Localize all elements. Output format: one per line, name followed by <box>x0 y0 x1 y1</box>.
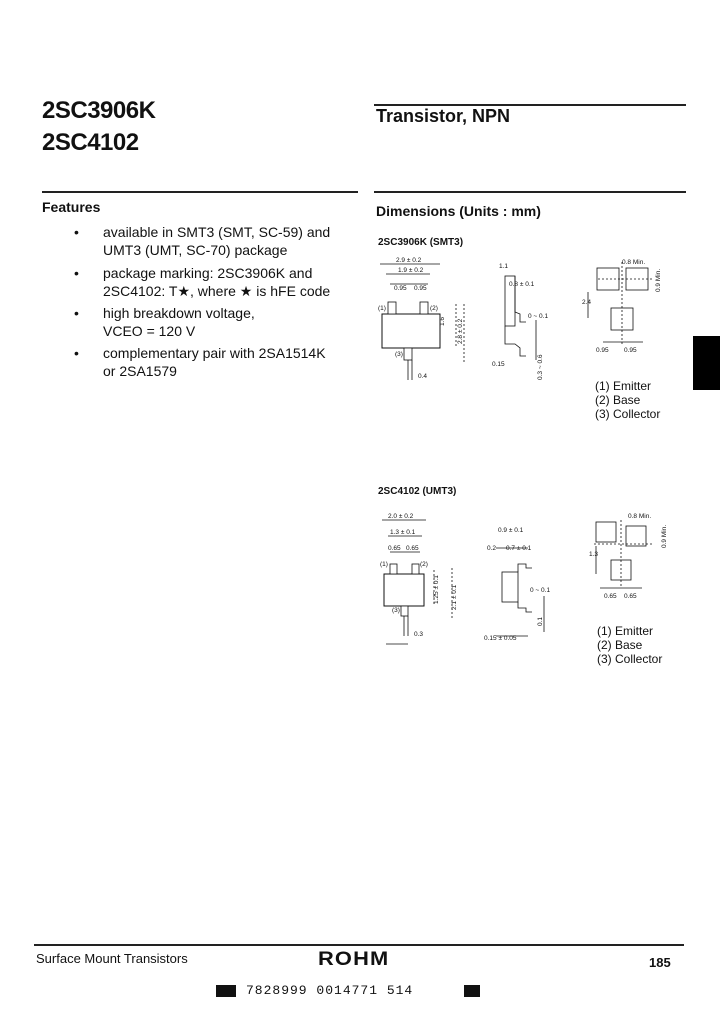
features-heading: Features <box>42 199 101 215</box>
feature-line: complementary pair with 2SA1514K <box>103 345 326 361</box>
smt3-footprint-h: 0.9 Min. <box>655 269 662 292</box>
umt3-footprint-h: 0.9 Min. <box>661 525 668 548</box>
legend-item: (2) Base <box>597 638 643 652</box>
barcode-mark-right <box>464 985 480 997</box>
umt3-legend: (1) Emitter (2) Base (3) Collector <box>597 624 662 666</box>
smt3-dim-lead-top: 0.8 ± 0.1 <box>509 281 535 288</box>
feature-line: high breakdown voltage, <box>103 305 255 321</box>
smt3-footprint-spacing-2: 0.95 <box>624 347 637 354</box>
smt3-pin-2: (2) <box>430 305 438 312</box>
umt3-dim-lead-width: 0.3 <box>414 631 423 638</box>
feature-line: available in SMT3 (SMT, SC-59) and <box>103 224 331 240</box>
header-rule <box>374 104 686 106</box>
barcode-text: 7828999 0014771 514 <box>246 983 414 998</box>
feature-line: 2SC4102: T★, where ★ is hFE code <box>103 282 331 299</box>
smt3-dim-lead-thick: 0.15 <box>492 361 505 368</box>
umt3-dim-height-body: 1.25 ± 0.1 <box>433 575 440 604</box>
feature-item: • high breakdown voltage, VCEO = 120 V <box>74 305 364 341</box>
smt3-dim-side-len: 0.3 ~ 0.6 <box>537 354 544 380</box>
smt3-dim-lead-spacing-1: 0.95 <box>394 285 407 292</box>
dimensions-rule <box>374 191 686 193</box>
umt3-footprint-min: 0.8 Min. <box>628 513 651 520</box>
page-number: 185 <box>649 955 671 970</box>
umt3-dim-lead-thick: 0.15 ± 0.05 <box>484 635 517 642</box>
legend-item: (3) Collector <box>595 407 661 421</box>
smt3-pin-1: (1) <box>378 305 386 312</box>
umt3-footprint-spacing-2: 0.65 <box>624 593 637 600</box>
part-number-2: 2SC4102 <box>42 129 139 156</box>
umt3-footprint-spacing-1: 0.65 <box>604 593 617 600</box>
umt3-pin-3: (3) <box>392 607 400 614</box>
umt3-dim-width: 2.0 ± 0.2 <box>388 513 414 520</box>
section-tab <box>693 336 720 390</box>
bullet-icon: • <box>74 265 79 281</box>
smt3-dim-lead-spacing-2: 0.95 <box>414 285 427 292</box>
smt3-dim-width: 2.9 ± 0.2 <box>396 257 422 264</box>
smt3-footprint-min: 0.8 Min. <box>622 259 645 266</box>
smt3-drawing: 2.9 ± 0.2 1.9 ± 0.2 0.95 0.95 (1) (2) (3… <box>378 257 662 380</box>
umt3-dim-lead-spacing-1: 0.65 <box>388 545 401 552</box>
feature-item: • available in SMT3 (SMT, SC-59) and UMT… <box>74 224 364 260</box>
barcode-mark-left <box>216 985 236 997</box>
feature-item: • complementary pair with 2SA1514K or 2S… <box>74 345 364 381</box>
umt3-drawing: 2.0 ± 0.2 1.3 ± 0.1 0.65 0.65 (1) (2) (3… <box>380 513 668 645</box>
umt3-dim-lead-top: 0.7 ± 0.1 <box>506 545 532 552</box>
bullet-icon: • <box>74 345 79 361</box>
umt3-dim-side-len: 0.1 <box>537 617 544 626</box>
smt3-dim-thickness: 1.1 <box>499 263 508 270</box>
dimensions-heading: Dimensions (Units : mm) <box>376 203 541 219</box>
bullet-icon: • <box>74 305 79 321</box>
smt3-dim-height-body: 1.6 <box>439 317 446 326</box>
bullet-icon: • <box>74 224 79 240</box>
brand-logo: ROHM <box>318 949 390 970</box>
smt3-legend: (1) Emitter (2) Base (3) Collector <box>595 379 660 421</box>
legend-item: (2) Base <box>595 393 641 407</box>
smt3-dim-lead-width: 0.4 <box>418 373 427 380</box>
package-label-umt3: 2SC4102 (UMT3) <box>378 486 457 497</box>
umt3-dim-thickness: 0.9 ± 0.1 <box>498 527 524 534</box>
umt3-pin-1: (1) <box>380 561 388 568</box>
umt3-dim-standoff: 0 ~ 0.1 <box>530 587 550 594</box>
umt3-pin-2: (2) <box>420 561 428 568</box>
smt3-footprint-pitch: 2.4 <box>582 299 591 306</box>
feature-item: • package marking: 2SC3906K and 2SC4102:… <box>74 265 364 301</box>
feature-line: or 2SA1579 <box>103 362 177 379</box>
footer-section: Surface Mount Transistors <box>36 951 188 966</box>
smt3-dim-pitch: 1.9 ± 0.2 <box>398 267 424 274</box>
footer-rule <box>34 944 684 946</box>
legend-item: (3) Collector <box>597 652 663 666</box>
smt3-footprint-spacing-1: 0.95 <box>596 347 609 354</box>
umt3-footprint-pitch: 1.3 <box>589 551 598 558</box>
features-rule <box>42 191 358 193</box>
package-label-smt3: 2SC3906K (SMT3) <box>378 237 464 248</box>
umt3-dim-pitch: 1.3 ± 0.1 <box>390 529 416 536</box>
legend-item: (1) Emitter <box>597 624 654 638</box>
legend-item: (1) Emitter <box>595 379 652 393</box>
feature-line: VCEO = 120 V <box>103 322 196 339</box>
umt3-dim-lead-spacing-2: 0.65 <box>406 545 419 552</box>
umt3-dim-height-total: 2.1 ± 0.1 <box>451 584 458 610</box>
page-title: Transistor, NPN <box>376 106 511 126</box>
smt3-dim-height-total: 2.8 ± 0.2 <box>457 318 464 344</box>
umt3-dim-lead-gap: 0.2 <box>487 545 496 552</box>
part-number-1: 2SC3906K <box>42 97 156 124</box>
smt3-dim-standoff: 0 ~ 0.1 <box>528 313 548 320</box>
feature-line: UMT3 (UMT, SC-70) package <box>103 241 288 258</box>
feature-line: package marking: 2SC3906K and <box>103 265 313 281</box>
smt3-pin-3: (3) <box>395 351 403 358</box>
